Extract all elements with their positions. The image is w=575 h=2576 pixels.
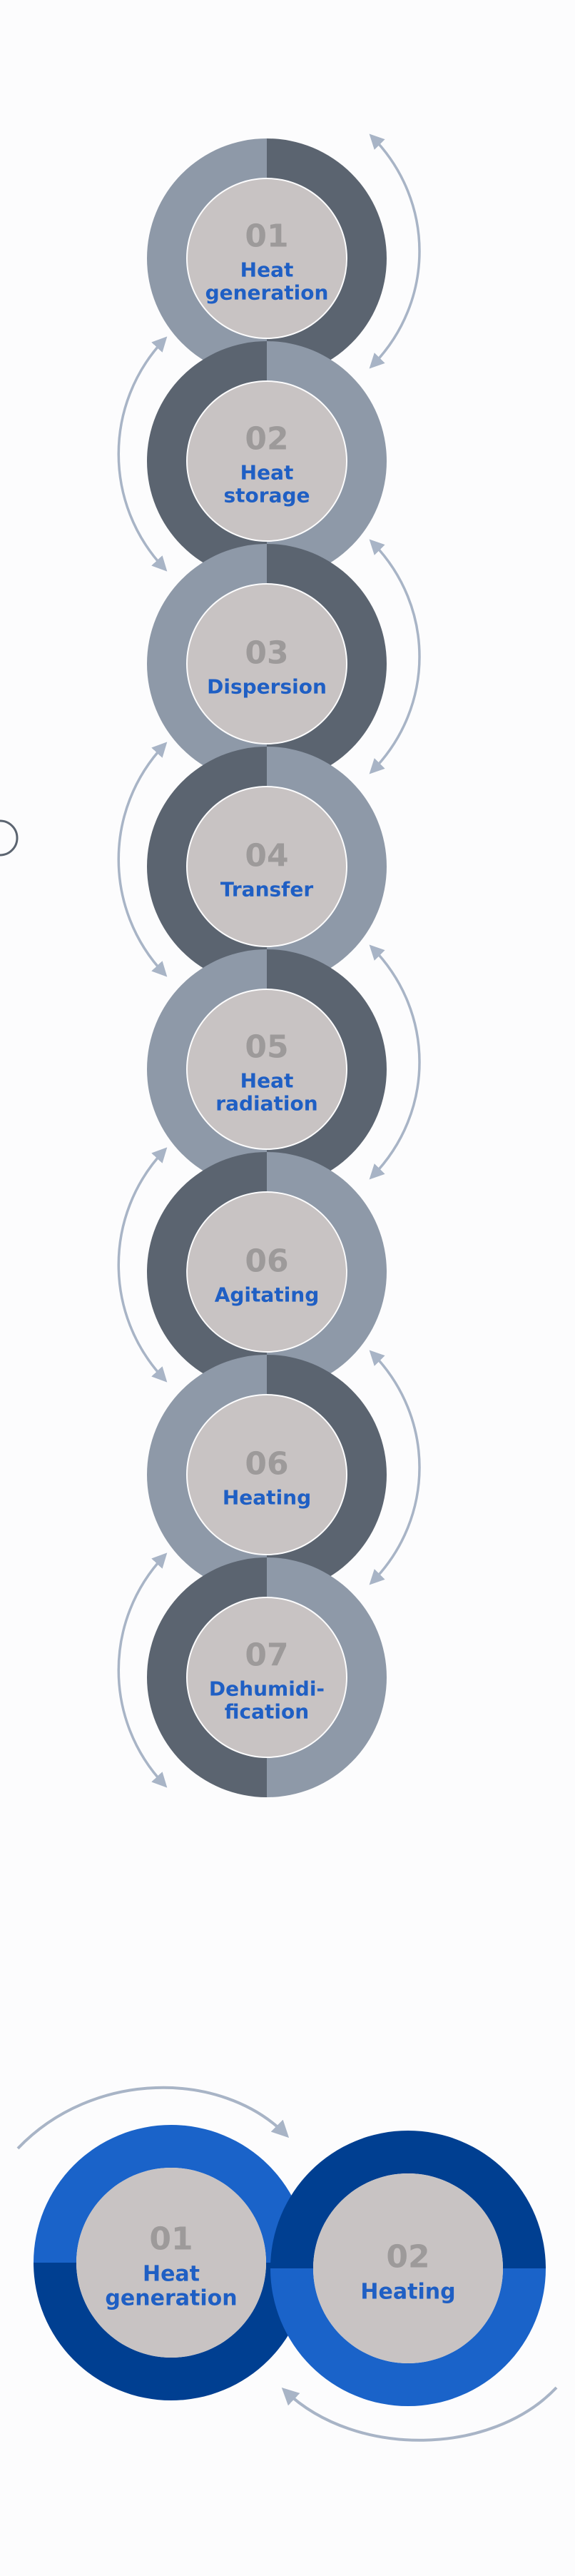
step-number: 06 [245, 1243, 288, 1279]
ring-left-half [147, 544, 267, 784]
step-label: radiation [215, 1091, 317, 1115]
step-number: 02 [386, 2238, 429, 2275]
cycle-arrow [369, 1350, 421, 1585]
ring-left-half [147, 1557, 267, 1797]
loop-ring-top [270, 2131, 546, 2268]
step-circle [188, 179, 346, 338]
ring-left-half [147, 341, 267, 581]
step-number: 01 [149, 2221, 193, 2257]
step-label: generation [105, 2285, 237, 2310]
ring-right-half [267, 544, 387, 784]
loop-ring-bottom [34, 2263, 309, 2400]
cycle-arrow [369, 133, 421, 369]
step-number: 07 [245, 1637, 288, 1673]
step-number: 05 [245, 1029, 288, 1065]
step-label: Dehumidi- [209, 1677, 325, 1700]
step-label: Dispersion [207, 675, 327, 698]
cycle-arrow [117, 742, 168, 977]
step-number: 06 [245, 1445, 288, 1482]
ring-right-half [267, 1152, 387, 1392]
edge-circle-fragment [0, 819, 19, 857]
ring-left-half [147, 1152, 267, 1392]
step-number: 01 [245, 218, 288, 254]
loop-cycle-arrows [16, 2086, 558, 2442]
ring-right-half [267, 341, 387, 581]
loop-circle [313, 2173, 503, 2363]
step-label: generation [205, 281, 329, 304]
step-label: Transfer [220, 877, 313, 901]
ring-left-half [147, 1355, 267, 1595]
loop-ring-bottom [270, 2268, 546, 2406]
loop-ring-top [34, 2125, 309, 2263]
ring-left-half [147, 949, 267, 1189]
cycle-arrow [369, 944, 421, 1180]
step-circle [188, 585, 346, 743]
step-circle [188, 787, 346, 946]
ring-right-half [267, 138, 387, 378]
step-circle [188, 1193, 346, 1351]
step-number: 04 [245, 837, 288, 874]
loop-arrow-bottom [281, 2386, 558, 2442]
step-number: 02 [245, 420, 288, 457]
step-label: Agitating [215, 1283, 320, 1306]
chain-step-circles: 01Heatgeneration02Heatstorage03Dispersio… [188, 179, 346, 1757]
step-label: Heat [143, 2261, 200, 2286]
ring-right-half [267, 1355, 387, 1595]
cycle-arrow [117, 336, 168, 572]
step-circle [188, 990, 346, 1148]
loop-circle [76, 2168, 266, 2358]
chain-cycle-arrows [117, 133, 421, 1788]
ring-right-half [267, 949, 387, 1189]
ring-left-half [147, 747, 267, 986]
cycle-arrow [117, 1147, 168, 1383]
step-number: 03 [245, 635, 288, 671]
step-label: storage [223, 483, 310, 507]
ring-right-half [267, 747, 387, 986]
cycle-arrow [369, 539, 421, 774]
loop-rings [34, 2125, 546, 2406]
step-label: Heat [240, 1069, 294, 1092]
step-label: Heating [223, 1485, 311, 1509]
step-label: Heating [360, 2279, 455, 2304]
step-circle [188, 1395, 346, 1554]
step-label: fication [225, 1699, 309, 1723]
ring-right-half [267, 1557, 387, 1797]
step-label: Heat [240, 460, 294, 484]
chain-rings [147, 138, 387, 1797]
step-circle [188, 1598, 346, 1757]
step-circle [188, 382, 346, 540]
ring-left-half [147, 138, 267, 378]
loop-arrow-top [16, 2086, 290, 2150]
cycle-arrow [117, 1552, 168, 1788]
step-label: Heat [240, 258, 294, 281]
